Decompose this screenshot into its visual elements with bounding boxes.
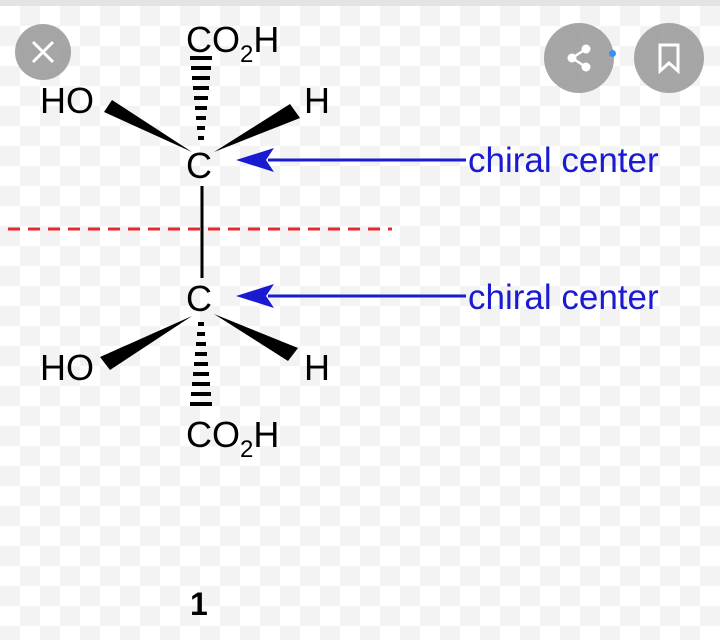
compound-number: 1	[190, 586, 208, 622]
notification-dot	[609, 50, 616, 57]
wedge-bond-top-right	[214, 104, 300, 152]
chiral-center-label-top: chiral center	[468, 141, 659, 180]
arrow-top	[236, 148, 466, 172]
bottom-ho-label: HO	[40, 347, 94, 388]
bookmark-icon	[658, 43, 680, 74]
share-icon	[567, 44, 591, 72]
hashed-bond-bottom	[190, 322, 212, 406]
wedge-bond-top-left	[104, 100, 192, 152]
chiral-center-label-bottom: chiral center	[468, 278, 659, 317]
bottom-co2h-group: CO2H	[186, 414, 279, 463]
top-ho-label: HO	[40, 80, 94, 121]
share-button[interactable]	[544, 23, 614, 93]
bottom-h-label: H	[304, 347, 330, 388]
top-bar	[0, 0, 720, 6]
top-h-label: H	[304, 80, 330, 121]
bottom-carbon: C	[186, 278, 212, 319]
wedge-bond-bottom-right	[214, 314, 298, 361]
wedge-bond-bottom-left	[100, 316, 192, 370]
top-carbon: C	[186, 145, 212, 186]
transparency-background	[0, 6, 720, 640]
hashed-bond-top	[190, 56, 212, 140]
arrow-bottom	[236, 284, 466, 308]
close-icon	[31, 40, 55, 64]
top-co2h-group: CO2H	[186, 19, 279, 68]
close-button[interactable]	[15, 24, 71, 80]
bookmark-button[interactable]	[634, 23, 704, 93]
